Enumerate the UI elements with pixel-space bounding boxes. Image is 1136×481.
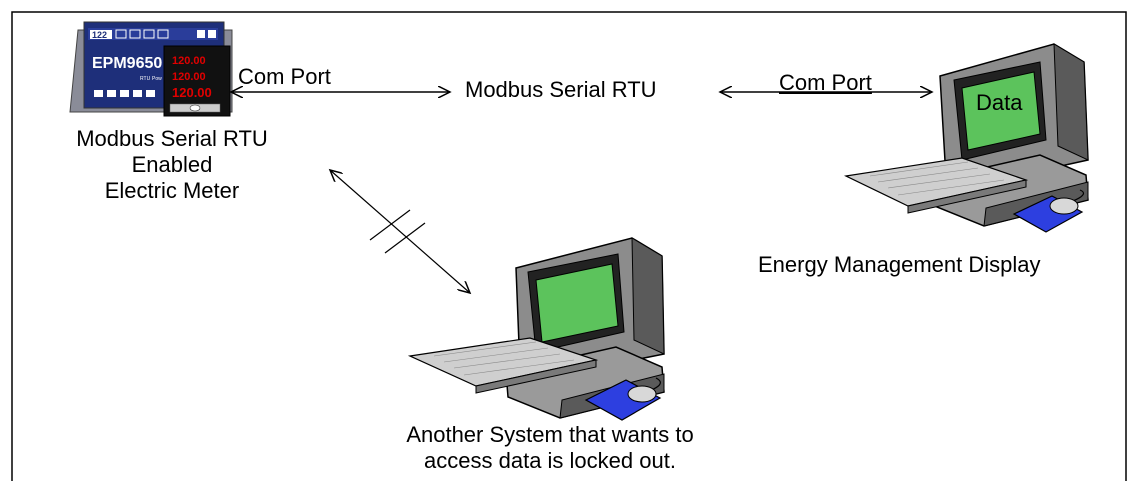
meter-caption-line-1: Modbus Serial RTU <box>76 126 268 151</box>
meter-model: EPM9650 <box>92 55 162 72</box>
meter-reading-3: 120.00 <box>172 85 212 100</box>
meter-sub-label-rtu: RTU <box>140 76 151 82</box>
energy-display-computer-icon <box>844 43 1089 233</box>
meter-sub-label-pow: Pow <box>152 76 162 82</box>
other-system-caption-line-1: Another System that wants to <box>406 422 694 447</box>
other-system-computer-icon <box>407 237 665 421</box>
blocked-mark-2 <box>384 222 426 254</box>
protocol-label: Modbus Serial RTU <box>465 77 657 102</box>
display-screen-text: Data <box>976 90 1023 115</box>
meter-caption-line-3: Electric Meter <box>104 178 240 203</box>
other-system-caption-line-2: access data is locked out. <box>424 448 676 473</box>
meter-caption: Modbus Serial RTU Enabled Electric Meter <box>32 126 312 204</box>
other-system-caption: Another System that wants to access data… <box>340 422 760 474</box>
meter-reading-2: 120.00 <box>172 71 206 83</box>
blocked-mark-1 <box>369 209 411 241</box>
display-caption: Energy Management Display <box>758 252 1041 277</box>
diagram-border <box>11 11 1127 481</box>
electric-meter-icon: 122 EPM9650 RTU Pow 120.00 120.00 120.00 <box>69 21 233 117</box>
link-arrow-meter-to-other-system <box>330 170 470 293</box>
right-com-port-label: Com Port <box>779 70 872 95</box>
meter-top-readout: 122 <box>92 30 107 40</box>
left-com-port-label: Com Port <box>238 64 331 89</box>
meter-reading-1: 120.00 <box>172 55 206 67</box>
meter-caption-line-2: Enabled <box>131 152 213 177</box>
